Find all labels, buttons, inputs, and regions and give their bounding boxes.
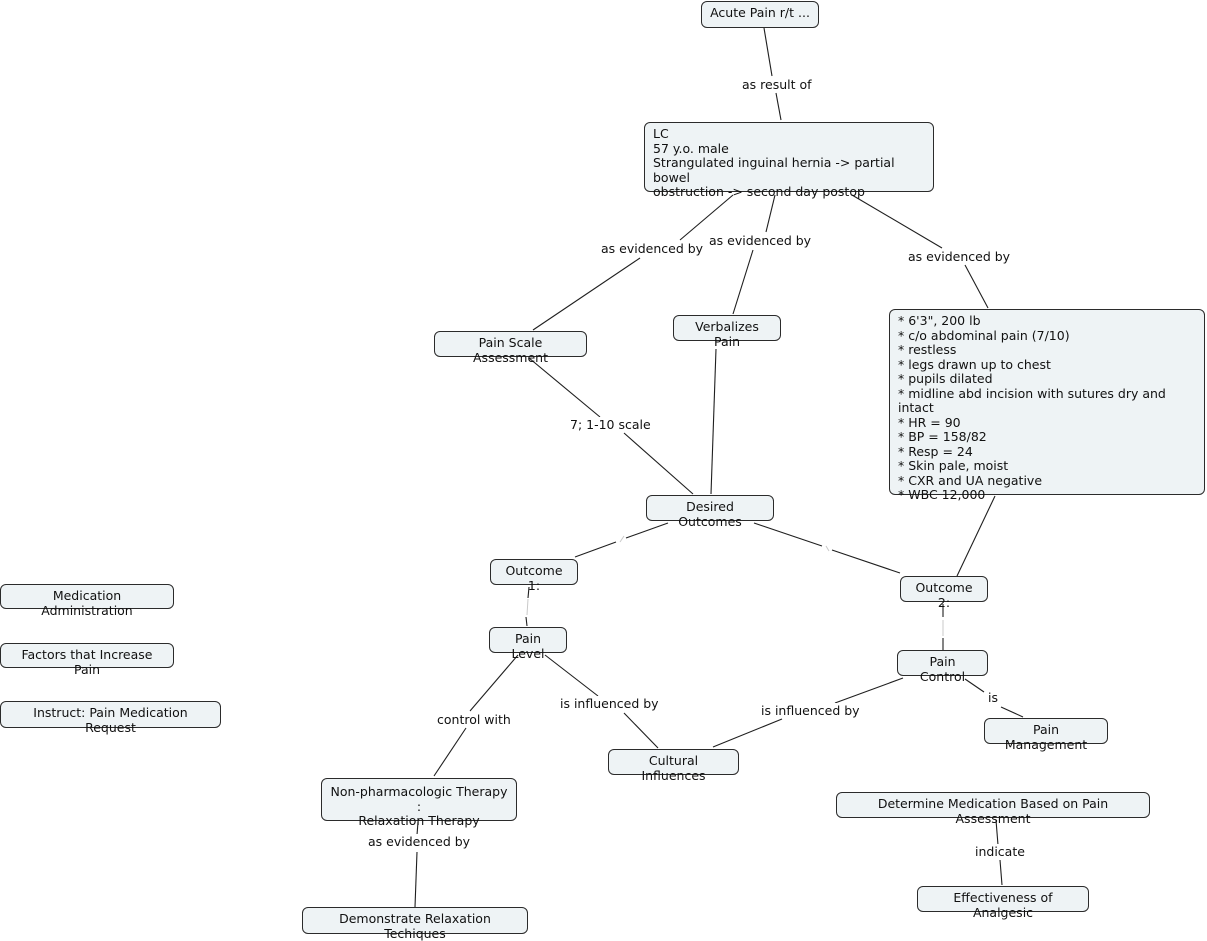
connector-painlevel-to-influenced1 <box>544 654 599 697</box>
node-demonstrate-relaxation[interactable]: Demonstrate Relaxation Techiques <box>302 907 528 940</box>
node-verbalizes-pain[interactable]: Verbalizes Pain <box>673 315 781 348</box>
connector-paincontrol-to-is <box>964 678 985 693</box>
connector-patient-to-evid3 <box>851 194 943 249</box>
node-pain-level[interactable]: Pain Level <box>489 627 567 660</box>
connector-evid4-to-demonstrate <box>414 851 418 908</box>
link-scale: 7; 1-10 scale <box>568 417 653 432</box>
node-medication-administration[interactable]: Medication Administration <box>0 584 174 617</box>
connector-desired-to-mid1 <box>625 522 669 539</box>
connector-evid1-to-painscale <box>532 257 641 331</box>
connector-desired-to-mid2 <box>753 522 823 547</box>
link-as-evidenced-by-verbalizes: as evidenced by <box>707 233 814 248</box>
connector-control-to-nonpharm <box>433 727 467 777</box>
node-determine-medication[interactable]: Determine Medication Based on Pain Asses… <box>836 792 1150 825</box>
connector-influenced1-to-cultural <box>623 712 659 749</box>
connector-patient-to-evid2 <box>765 194 776 233</box>
connector-acute-to-label <box>763 27 773 77</box>
node-assessment-findings[interactable]: * 6'3", 200 lb * c/o abdominal pain (7/1… <box>889 309 1205 502</box>
node-non-pharmacologic-therapy[interactable]: Non-pharmacologic Therapy : Relaxation T… <box>321 778 517 828</box>
connector-faint-3 <box>526 598 529 616</box>
connector-evid2-to-verbalizes <box>732 249 754 315</box>
connector-faint-2 <box>825 545 830 552</box>
link-is-influenced-by-pain-control: is influenced by <box>759 703 862 718</box>
node-desired-outcomes[interactable]: Desired Outcomes <box>646 495 774 528</box>
node-instruct-pain-medication[interactable]: Instruct: Pain Medication Request <box>0 701 221 734</box>
link-indicate: indicate <box>973 844 1027 859</box>
link-is: is <box>986 690 1000 705</box>
node-effectiveness-analgesic[interactable]: Effectiveness of Analgesic <box>917 886 1089 919</box>
connector-painlevel-to-control <box>469 654 519 712</box>
link-as-result-of: as result of <box>740 77 814 92</box>
connector-paincontrol-to-influenced2 <box>834 677 904 704</box>
connector-outcome1-to-mid <box>527 586 530 599</box>
connector-evid3-to-findings <box>964 264 989 309</box>
connector-scale-to-desired <box>623 432 694 495</box>
connector-painscale-to-scale <box>528 357 601 418</box>
node-pain-control[interactable]: Pain Control <box>897 650 988 683</box>
connector-findings-to-outcome2 <box>956 495 996 577</box>
connector-patient-to-evid1 <box>679 194 734 241</box>
connector-determine-to-indicate <box>995 819 999 846</box>
connector-label-to-patient <box>775 92 782 121</box>
node-pain-scale-assessment[interactable]: Pain Scale Assessment <box>434 331 587 364</box>
node-acute-pain[interactable]: Acute Pain r/t ... <box>701 1 819 28</box>
connector-faint-1 <box>619 535 625 543</box>
connector-indicate-to-effectiveness <box>999 859 1003 886</box>
node-pain-management[interactable]: Pain Management <box>984 718 1108 751</box>
link-as-evidenced-by-relaxation: as evidenced by <box>366 834 473 849</box>
link-is-influenced-by-pain-level: is influenced by <box>558 696 661 711</box>
node-outcome-1[interactable]: Outcome 1: <box>490 559 578 592</box>
connector-influenced2-to-cultural <box>712 718 783 748</box>
link-control-with: control with <box>435 712 513 727</box>
connector-mid2-to-outcome2 <box>831 549 901 574</box>
connector-nonpharm-to-evid4 <box>416 821 419 836</box>
connector-mid1-to-outcome1 <box>574 541 617 558</box>
link-as-evidenced-by-findings: as evidenced by <box>906 249 1013 264</box>
connector-verbalizes-to-desired <box>710 348 717 495</box>
node-cultural-influences[interactable]: Cultural Influences <box>608 749 739 782</box>
node-factors-increase-pain[interactable]: Factors that Increase Pain <box>0 643 174 676</box>
node-patient-info[interactable]: LC 57 y.o. male Strangulated inguinal he… <box>644 122 934 199</box>
node-outcome-2[interactable]: Outcome 2: <box>900 576 988 609</box>
connector-mid-to-painlevel <box>525 616 528 627</box>
link-as-evidenced-by-pain-scale: as evidenced by <box>599 241 706 256</box>
connector-is-to-painmgmt <box>1000 706 1024 718</box>
